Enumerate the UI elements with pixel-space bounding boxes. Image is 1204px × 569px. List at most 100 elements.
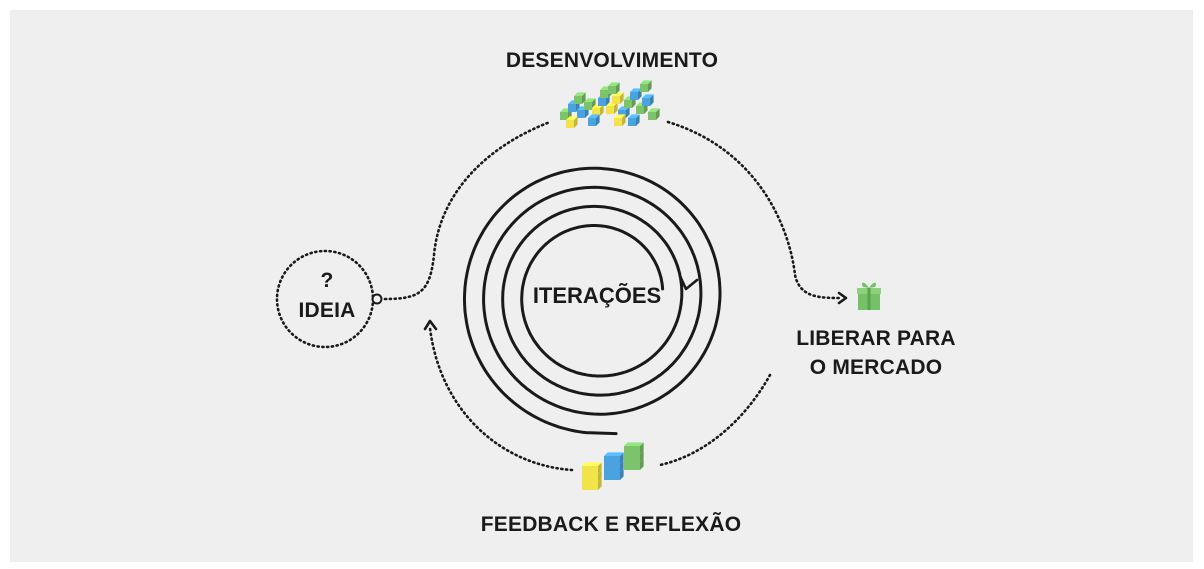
- cube-face: [642, 94, 654, 98]
- cube-face: [630, 92, 638, 100]
- cube-face: [614, 102, 618, 114]
- cube-face: [604, 472, 612, 480]
- label-release-line2: O MERCADO: [810, 356, 942, 379]
- label-development: DESENVOLVIMENTO: [506, 49, 718, 72]
- cube-face: [590, 462, 602, 466]
- cube-face: [616, 82, 620, 94]
- cube-stack-icon: [582, 442, 644, 490]
- cube-face: [606, 106, 614, 114]
- label-question-mark: ?: [320, 269, 333, 292]
- label-idea: IDEIA: [298, 299, 355, 322]
- cube-face: [612, 452, 624, 456]
- cube-face: [636, 106, 644, 114]
- label-release-line1: LIBERAR PARA: [796, 327, 956, 350]
- idea-return-arrowhead: [423, 319, 438, 331]
- cube-face: [648, 80, 652, 92]
- cube-face: [592, 108, 600, 116]
- iterations-spiral: [463, 166, 722, 436]
- cube-face: [624, 454, 632, 462]
- cube-face: [620, 92, 624, 104]
- cube-face: [582, 482, 590, 490]
- cube-face: [582, 466, 590, 474]
- cube-face: [632, 462, 640, 470]
- cube-face: [566, 116, 578, 120]
- cube-face: [630, 88, 642, 92]
- cube-face: [560, 112, 568, 120]
- cube-face: [596, 114, 600, 126]
- cube-face: [624, 100, 632, 108]
- label-iterations: ITERAÇÕES: [533, 283, 661, 308]
- cube-face: [604, 452, 616, 456]
- cube-face: [612, 96, 620, 104]
- cube-face: [632, 446, 640, 454]
- cube-face: [640, 84, 648, 92]
- cube-face: [640, 80, 652, 84]
- path-release-to-feedback: [658, 373, 772, 467]
- cube-face: [624, 462, 632, 470]
- cube-face: [600, 104, 604, 116]
- path-idea-to-development: [383, 120, 552, 301]
- cube-face: [604, 456, 612, 464]
- spiral-arrowhead: [678, 274, 699, 291]
- cube-face: [648, 112, 656, 120]
- cube-face: [584, 98, 596, 102]
- cube-face: [620, 468, 624, 480]
- cube-face: [588, 118, 596, 126]
- cube-face: [574, 116, 578, 128]
- cube-face: [608, 82, 620, 86]
- path-development-to-release: [666, 120, 844, 300]
- cube-face: [628, 114, 640, 118]
- cube-face: [618, 110, 626, 118]
- cube-face: [604, 464, 612, 472]
- cube-face: [640, 458, 644, 470]
- cube-face: [598, 462, 602, 474]
- cube-face: [632, 442, 644, 446]
- cube-face: [598, 98, 606, 106]
- cube-face: [612, 464, 620, 472]
- cube-face: [632, 454, 640, 462]
- release-arrowhead: [837, 291, 848, 305]
- cube-face: [574, 96, 582, 104]
- cube-face: [590, 482, 598, 490]
- cube-face: [566, 120, 574, 128]
- cube-face: [648, 108, 660, 112]
- cube-face: [577, 110, 585, 118]
- cube-face: [608, 86, 616, 94]
- cube-face: [574, 92, 586, 96]
- cube-face: [582, 462, 594, 466]
- cube-face: [584, 102, 592, 110]
- gift-icon: [857, 282, 881, 310]
- cube-face: [642, 98, 650, 106]
- cube-face: [614, 114, 626, 118]
- cube-face: [624, 442, 636, 446]
- cube-face: [636, 114, 640, 126]
- idea-connector-dot: [371, 293, 383, 305]
- cube-face: [640, 450, 644, 462]
- cube-face: [628, 118, 636, 126]
- cube-face: [590, 466, 598, 474]
- cube-face: [620, 452, 624, 464]
- cube-face: [598, 470, 602, 482]
- cube-face: [582, 92, 586, 104]
- cube-face: [640, 442, 644, 454]
- cube-face: [620, 460, 624, 472]
- cube-face: [612, 456, 620, 464]
- cube-face: [622, 114, 626, 126]
- path-feedback-to-idea: [428, 326, 574, 472]
- cube-face: [624, 446, 632, 454]
- cube-face: [568, 104, 576, 112]
- cube-face: [612, 472, 620, 480]
- cube-face: [656, 108, 660, 120]
- label-feedback: FEEDBACK E REFLEXÃO: [481, 513, 742, 536]
- cube-face: [590, 474, 598, 482]
- cube-face: [588, 114, 600, 118]
- cube-face: [614, 118, 622, 126]
- cube-face: [582, 474, 590, 482]
- cube-face: [650, 94, 654, 106]
- colorful-cubes-icon: [560, 80, 660, 128]
- cube-face: [626, 106, 630, 118]
- cube-face: [598, 478, 602, 490]
- cube-face: [600, 90, 608, 98]
